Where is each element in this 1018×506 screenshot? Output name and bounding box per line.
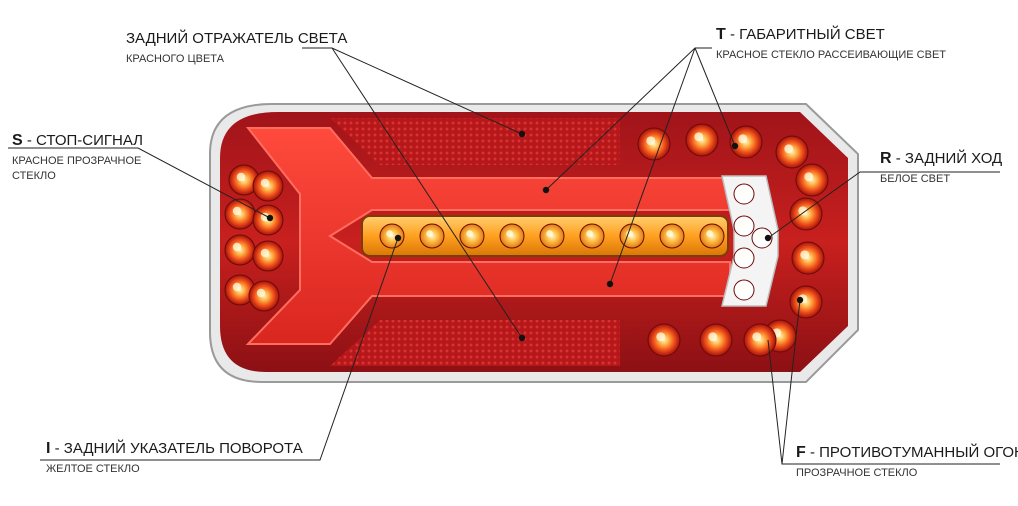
- leader-position-2: [609, 47, 696, 285]
- arc-led: [795, 163, 829, 197]
- stop-led: [224, 234, 256, 266]
- fog-subtitle: ПРОЗРАЧНОЕ СТЕКЛО: [796, 467, 918, 479]
- arc-led: [791, 241, 825, 275]
- leader-stop-1: [8, 147, 271, 219]
- fog-and-position-leds: [637, 123, 829, 357]
- reverse-letter: R: [880, 150, 892, 167]
- position-title: - ГАБАРИТНЫЙ СВЕТ: [729, 26, 885, 43]
- turn-signal-leds: [379, 223, 725, 249]
- stop-led: [224, 274, 256, 306]
- stop-led: [224, 198, 256, 230]
- leader-turn: [40, 237, 399, 461]
- reverse-light: [721, 175, 779, 307]
- arc-led: [637, 127, 671, 161]
- arc-led: [743, 323, 777, 357]
- stop-led: [252, 170, 284, 202]
- label-fog-light: F - ПРОТИВОТУМАННЫЙ ОГОНЬ ПРОЗРАЧНОЕ СТЕ…: [796, 444, 1018, 481]
- arc-led: [789, 285, 823, 319]
- turn-led: [379, 223, 405, 249]
- leader-lines: [8, 47, 1000, 465]
- leader-reverse: [767, 171, 1000, 239]
- turn-led: [619, 223, 645, 249]
- reverse-title: - ЗАДНИЙ ХОД: [895, 150, 1003, 167]
- stop-title: - СТОП-СИГНАЛ: [26, 132, 144, 149]
- leader-position-3: [694, 47, 736, 147]
- arc-led: [685, 123, 719, 157]
- turn-letter: I: [46, 440, 51, 457]
- turn-led: [579, 223, 605, 249]
- turn-led: [539, 223, 565, 249]
- label-reverse: R - ЗАДНИЙ ХОД БЕЛОЕ СВЕТ: [880, 150, 1002, 187]
- turn-led: [459, 223, 485, 249]
- arc-led: [789, 197, 823, 231]
- reflector-bottom: [330, 320, 620, 366]
- arc-led: [775, 135, 809, 169]
- reverse-led: [751, 227, 773, 249]
- fog-title: - ПРОТИВОТУМАННЫЙ ОГОНЬ: [809, 444, 1018, 461]
- reverse-led: [733, 279, 755, 301]
- label-stop-signal: S - СТОП-СИГНАЛ КРАСНОЕ ПРОЗРАЧНОЕ СТЕКЛ…: [12, 132, 152, 184]
- reverse-led: [733, 247, 755, 269]
- fog-letter: F: [796, 444, 806, 461]
- stop-led: [252, 240, 284, 272]
- reverse-subtitle: БЕЛОЕ СВЕТ: [880, 173, 951, 185]
- turn-subtitle: ЖЕЛТОЕ СТЕКЛО: [46, 463, 140, 475]
- position-subtitle: КРАСНОЕ СТЕКЛО РАССЕИВАЮЩИЕ СВЕТ: [716, 49, 947, 61]
- arc-led: [729, 125, 763, 159]
- stop-subtitle: КРАСНОЕ ПРОЗРАЧНОЕ СТЕКЛО: [12, 155, 142, 182]
- stop-led: [248, 280, 280, 312]
- turn-led: [419, 223, 445, 249]
- position-light-bar: [245, 127, 731, 345]
- turn-led: [699, 223, 725, 249]
- stop-letter: S: [12, 132, 23, 149]
- reverse-led: [733, 183, 755, 205]
- reverse-leds: [733, 183, 773, 301]
- callout-dots: [266, 130, 804, 342]
- reflector-title: ЗАДНИЙ ОТРАЖАТЕЛЬ СВЕТА: [126, 30, 348, 47]
- turn-led: [499, 223, 525, 249]
- reflector-subtitle: КРАСНОГО ЦВЕТА: [126, 53, 225, 65]
- position-letter: T: [716, 26, 726, 43]
- arc-led: [699, 323, 733, 357]
- label-turn-signal: I - ЗАДНИЙ УКАЗАТЕЛЬ ПОВОРОТА ЖЕЛТОЕ СТЕ…: [46, 440, 303, 477]
- reflector-top: [330, 118, 620, 165]
- label-reflector: ЗАДНИЙ ОТРАЖАТЕЛЬ СВЕТА КРАСНОГО ЦВЕТА: [126, 30, 347, 67]
- reverse-led: [733, 215, 755, 237]
- turn-title: - ЗАДНИЙ УКАЗАТЕЛЬ ПОВОРОТА: [54, 440, 303, 457]
- arc-led: [647, 323, 681, 357]
- label-position-light: T - ГАБАРИТНЫЙ СВЕТ КРАСНОЕ СТЕКЛО РАССЕ…: [716, 26, 946, 63]
- turn-led: [659, 223, 685, 249]
- leader-reflector-bottom: [331, 47, 523, 339]
- leader-fog-2: [767, 339, 783, 465]
